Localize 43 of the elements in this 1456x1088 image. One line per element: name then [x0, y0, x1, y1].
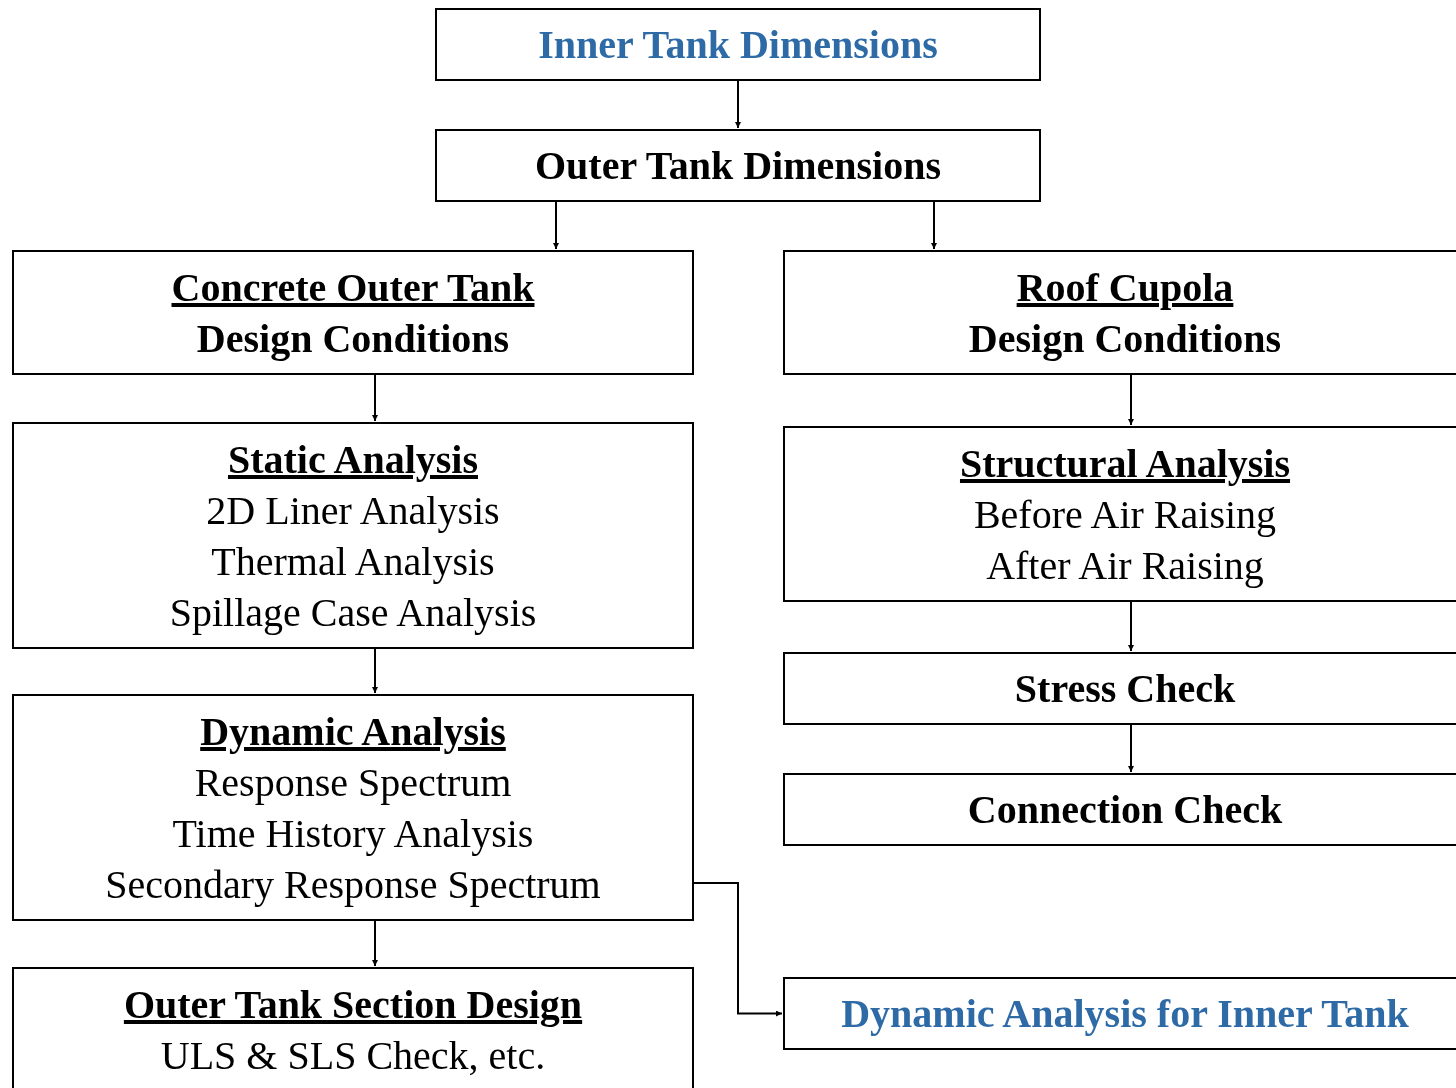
box-heading: Dynamic Analysis: [200, 708, 506, 756]
box-heading: Roof Cupola: [1016, 263, 1234, 312]
arrow: [372, 920, 378, 967]
arrow: [931, 201, 937, 250]
box-text: Design Conditions: [968, 314, 1282, 363]
process-box: [783, 652, 1456, 725]
box-text: Before Air Raising: [973, 491, 1277, 539]
box-heading: Structural Analysis: [959, 440, 1290, 488]
box-text: Outer Tank Dimensions: [534, 142, 942, 190]
box-text: Dynamic Analysis for Inner Tank: [841, 990, 1409, 1038]
box-text: Thermal Analysis: [211, 538, 495, 586]
box-text: Connection Check: [967, 786, 1283, 834]
box-text: Design Conditions: [196, 314, 510, 363]
box-heading: Static Analysis: [227, 436, 478, 484]
process-box: [435, 8, 1041, 81]
process-box: [12, 694, 694, 921]
process-box: [783, 977, 1456, 1050]
box-text: After Air Raising: [986, 542, 1264, 590]
box-text: ULS & SLS Check, etc.: [160, 1032, 546, 1080]
process-box: [12, 422, 694, 649]
box-text: Response Spectrum: [194, 759, 512, 807]
box-text: Time History Analysis: [172, 810, 534, 858]
process-box: [783, 426, 1456, 602]
arrow: [693, 882, 783, 1017]
arrow: [372, 648, 378, 694]
process-box: [12, 967, 694, 1088]
process-box: [783, 250, 1456, 375]
box-text: Inner Tank Dimensions: [538, 21, 938, 69]
arrow: [1128, 601, 1134, 652]
arrow: [735, 80, 741, 129]
arrow: [553, 201, 559, 250]
box-heading: Outer Tank Section Design: [123, 981, 583, 1029]
process-box: [12, 250, 694, 375]
process-box: [783, 773, 1456, 846]
box-heading: Concrete Outer Tank: [171, 263, 535, 312]
box-text: Spillage Case Analysis: [169, 589, 537, 637]
box-text: Secondary Response Spectrum: [105, 861, 601, 909]
arrow: [372, 374, 378, 422]
arrow: [1128, 724, 1134, 773]
arrow: [1128, 374, 1134, 426]
box-text: 2D Liner Analysis: [206, 487, 500, 535]
process-box: [435, 129, 1041, 202]
box-text: Stress Check: [1014, 665, 1236, 713]
